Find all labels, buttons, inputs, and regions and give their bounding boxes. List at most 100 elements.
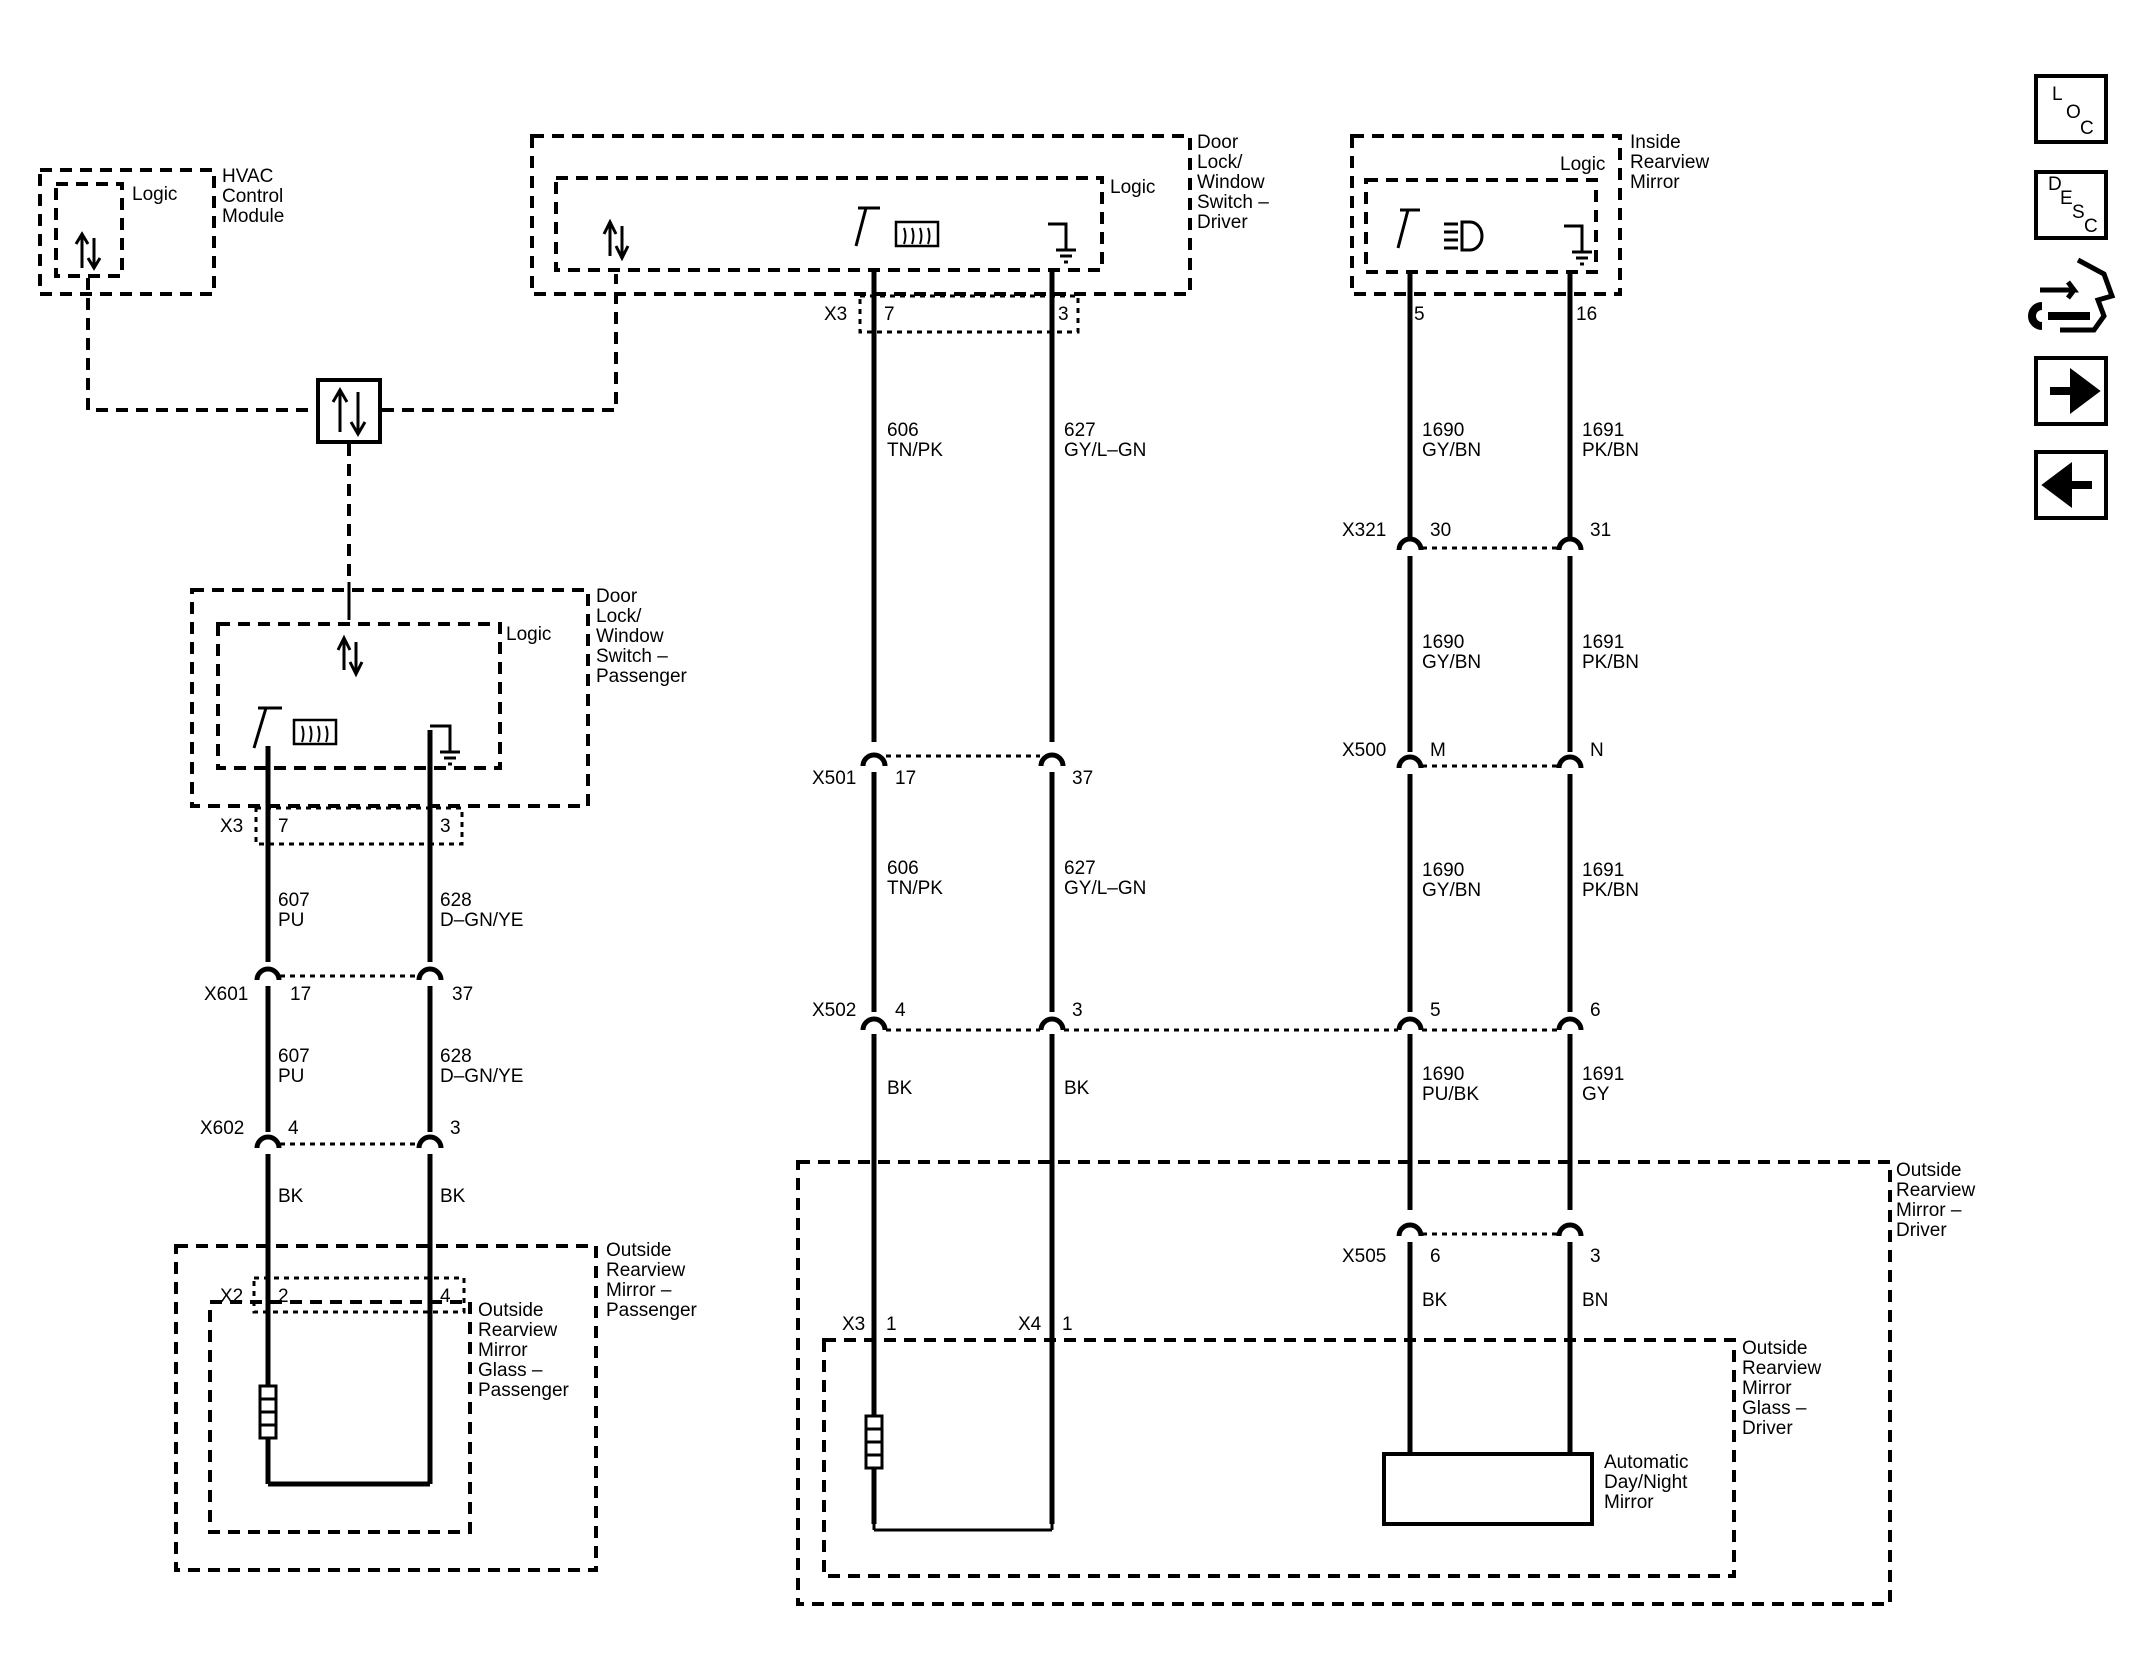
hvac-control-module: Logic HVAC Control Module bbox=[38, 166, 284, 296]
x601-pin37: 37 bbox=[452, 984, 473, 1005]
hvac-logic-label: Logic bbox=[132, 184, 177, 205]
orm-driver-title-line2: Rearview bbox=[1896, 1180, 1975, 1201]
ormg-passenger-title-line5: Passenger bbox=[478, 1380, 570, 1401]
x500-name: X500 bbox=[1342, 740, 1386, 761]
wire-1691b-circuit: 1691 bbox=[1582, 1064, 1624, 1085]
orm-passenger-x2-pin2: 2 bbox=[278, 1286, 289, 1307]
heater-loop bbox=[872, 1524, 1054, 1532]
x501-pin17: 17 bbox=[895, 768, 916, 789]
orm-passenger-title-line4: Passenger bbox=[606, 1300, 698, 1321]
wire-627-circuit-2: 627 bbox=[1064, 858, 1096, 879]
dlws-passenger-conn-name: X3 bbox=[220, 816, 243, 837]
x501-pin37: 37 bbox=[1072, 768, 1093, 789]
wire-627-color-1: GY/L–GN bbox=[1064, 440, 1146, 461]
splice-arrows-icon bbox=[331, 387, 367, 437]
x502-pin5: 5 bbox=[1430, 1000, 1441, 1021]
passenger-switch-wires: 607 PU 628 D–GN/YE X601 17 37 607 PU 628… bbox=[200, 730, 523, 1487]
orm-driver-x3-pin: 1 bbox=[886, 1314, 897, 1335]
desc-e: E bbox=[2060, 188, 2073, 209]
dlws-passenger-conn-pin7: 7 bbox=[278, 816, 289, 837]
ground-icon bbox=[1564, 224, 1592, 266]
dlws-passenger-serial-icon bbox=[336, 634, 364, 678]
wire-1690-circuit-3: 1690 bbox=[1422, 860, 1464, 881]
desc-d: D bbox=[2048, 174, 2062, 195]
wire-1691-circuit-3: 1691 bbox=[1582, 860, 1624, 881]
hvac-title-line3: Module bbox=[222, 206, 284, 227]
diagnostic-tool-icon[interactable] bbox=[2028, 257, 2116, 333]
orm-driver-x4-name: X4 bbox=[1018, 1314, 1042, 1335]
auto-mirror-line1: Automatic bbox=[1604, 1452, 1688, 1473]
wire-bk-passenger-1: BK bbox=[278, 1186, 304, 1207]
orm-passenger-title-line3: Mirror – bbox=[606, 1280, 672, 1301]
x502-pin3: 3 bbox=[1072, 1000, 1083, 1021]
wire-1691-circuit-1: 1691 bbox=[1582, 420, 1624, 441]
dlws-driver-title-line2: Lock/ bbox=[1197, 152, 1243, 173]
x502-pin6: 6 bbox=[1590, 1000, 1601, 1021]
serial-data-icon bbox=[74, 231, 102, 271]
inside-mirror-pin5: 5 bbox=[1414, 304, 1425, 325]
orm-passenger-title-line1: Outside bbox=[606, 1240, 671, 1261]
right-arrow-icon bbox=[2050, 368, 2101, 414]
wire-1690-color-2: GY/BN bbox=[1422, 652, 1481, 673]
wire-1690-circuit-2: 1690 bbox=[1422, 632, 1464, 653]
wire-607-color-1: PU bbox=[278, 910, 304, 931]
ormg-driver-title-line2: Rearview bbox=[1742, 1358, 1821, 1379]
desc-button[interactable]: D E S C bbox=[2034, 170, 2108, 240]
wire-1690-color-3: GY/BN bbox=[1422, 880, 1481, 901]
orm-passenger-module: Outside Rearview Mirror – Passenger X2 2… bbox=[174, 1240, 698, 1572]
wire-627-color-2: GY/L–GN bbox=[1064, 878, 1146, 899]
ormg-driver-title-line1: Outside bbox=[1742, 1338, 1807, 1359]
desc-s: S bbox=[2072, 202, 2085, 223]
back-arrow-button[interactable] bbox=[2034, 450, 2108, 520]
loc-o: O bbox=[2066, 102, 2081, 123]
dlws-passenger-title-line3: Window bbox=[596, 626, 664, 647]
x500-pin-n: N bbox=[1590, 740, 1604, 761]
wire-1690-color-1: GY/BN bbox=[1422, 440, 1481, 461]
inside-mirror-logic-label: Logic bbox=[1560, 154, 1605, 175]
dlws-passenger-title-line5: Passenger bbox=[596, 666, 688, 687]
x601-name: X601 bbox=[204, 984, 248, 1005]
ormg-driver-title-line4: Glass – bbox=[1742, 1398, 1807, 1419]
dlws-driver-serial-icon bbox=[602, 218, 630, 262]
ormg-driver-title-line5: Driver bbox=[1742, 1418, 1793, 1439]
wire-1691-color-3: PK/BN bbox=[1582, 880, 1639, 901]
x602-pin3: 3 bbox=[450, 1118, 461, 1139]
orm-driver-x3-name: X3 bbox=[842, 1314, 865, 1335]
wire-1691-circuit-2: 1691 bbox=[1582, 632, 1624, 653]
x602-name: X602 bbox=[200, 1118, 244, 1139]
ormg-driver-title-line3: Mirror bbox=[1742, 1378, 1792, 1399]
wire-1691-color-2: PK/BN bbox=[1582, 652, 1639, 673]
headlamp-icon bbox=[1444, 220, 1484, 252]
wire-1690-circuit-1: 1690 bbox=[1422, 420, 1464, 441]
wire-bk-driver-1: BK bbox=[887, 1078, 913, 1099]
auto-mirror-line2: Day/Night bbox=[1604, 1472, 1688, 1493]
orm-driver-title-line3: Mirror – bbox=[1896, 1200, 1962, 1221]
wire-607-circuit-2: 607 bbox=[278, 1046, 310, 1067]
wire-628-color-1: D–GN/YE bbox=[440, 910, 523, 931]
x501-name: X501 bbox=[812, 768, 856, 789]
x505-pin3: 3 bbox=[1590, 1246, 1601, 1267]
dlws-driver-logic-label: Logic bbox=[1110, 177, 1155, 198]
switch-icon bbox=[1396, 208, 1420, 249]
wire-1690b-circuit: 1690 bbox=[1422, 1064, 1464, 1085]
ground-icon bbox=[1048, 222, 1076, 264]
dlws-passenger-title-line4: Switch – bbox=[596, 646, 668, 667]
wire-606-circuit-2: 606 bbox=[887, 858, 919, 879]
hvac-title-line1: HVAC bbox=[222, 166, 273, 187]
forward-arrow-button[interactable] bbox=[2034, 356, 2108, 426]
ormg-passenger-title-line3: Mirror bbox=[478, 1340, 528, 1361]
inside-mirror-title-line2: Rearview bbox=[1630, 152, 1709, 173]
dlws-passenger-title-line2: Lock/ bbox=[596, 606, 642, 627]
loc-button[interactable]: L O C bbox=[2034, 74, 2108, 144]
left-arrow-icon bbox=[2041, 462, 2092, 508]
loc-c: C bbox=[2080, 118, 2094, 139]
splice-pack-icon bbox=[316, 378, 382, 444]
wire-628-circuit-2: 628 bbox=[440, 1046, 472, 1067]
dlws-passenger-connector: X3 7 3 bbox=[220, 806, 464, 846]
wire-1691-color-1: PK/BN bbox=[1582, 440, 1639, 461]
dlws-driver-conn-pin3: 3 bbox=[1058, 304, 1069, 325]
orm-driver-title-line1: Outside bbox=[1896, 1160, 1961, 1181]
wire-1690b-color: PU/BK bbox=[1422, 1084, 1479, 1105]
dlws-driver-conn-name: X3 bbox=[824, 304, 847, 325]
